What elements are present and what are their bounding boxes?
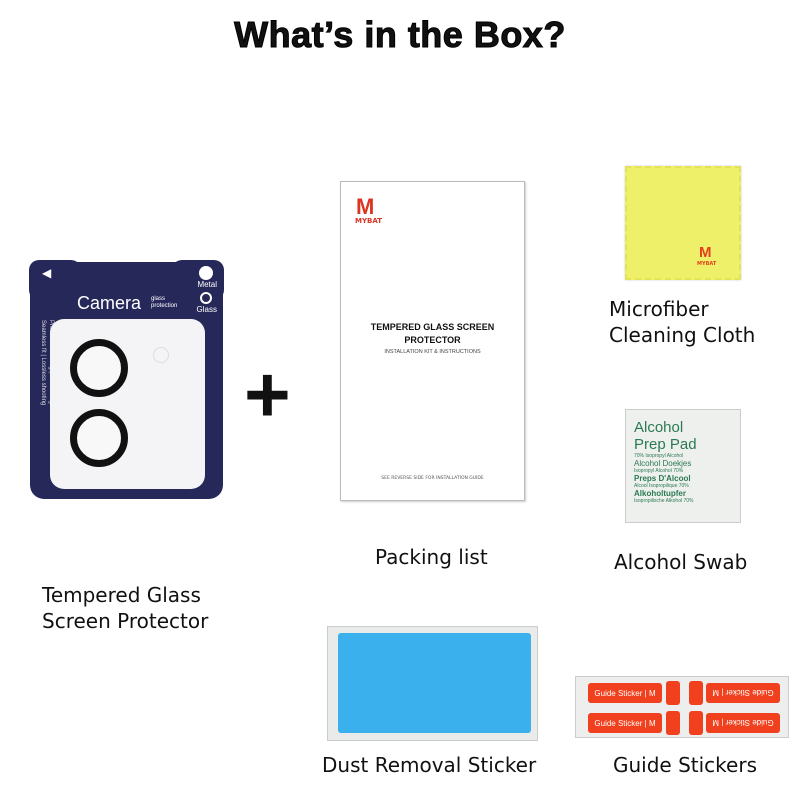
packing-sub: INSTALLATION KIT & INSTRUCTIONS — [384, 349, 481, 355]
swab-text: Isopropilische Alkohol 70% — [634, 498, 694, 504]
mybat-logo: M — [356, 194, 375, 219]
packing-caption: Packing list — [375, 545, 488, 569]
guide-label: Guide Sticker — [594, 718, 643, 728]
cleaning-cloth-image: M MYBAT — [625, 166, 741, 280]
camera-word: Camera — [77, 293, 142, 313]
swab-text: Alkoholtupfer — [634, 489, 686, 498]
swab-text: Preps D'Alcool — [634, 474, 691, 483]
glass-label: Glass — [196, 305, 217, 314]
swab-text: Alcohol Doekjes — [634, 459, 692, 468]
guide-label: Guide Sticker — [725, 718, 774, 728]
dust-caption: Dust Removal Sticker — [322, 753, 537, 777]
triangle-icon: ◀ — [42, 266, 52, 280]
glass-icon — [200, 292, 212, 304]
guide-caption: Guide Stickers — [613, 753, 757, 777]
page-title: What’s in the Box? — [234, 14, 566, 56]
protection-sub: protection — [151, 303, 178, 309]
swab-text: Alcool Isopropilique 70% — [634, 483, 689, 489]
swab-text: Alcohol — [634, 419, 684, 436]
mybat-logo-text: MYBAT — [355, 217, 383, 225]
cloth-caption: Microfiber Cleaning Cloth — [609, 296, 755, 348]
camera-protector-image: ◀ Metal Glass Camera glass protection Pr… — [29, 260, 224, 499]
packing-heading: PROTECTOR — [404, 335, 461, 345]
dust-removal-sticker-image — [327, 626, 538, 741]
metal-label: Metal — [197, 280, 217, 289]
packing-list-image: M MYBAT TEMPERED GLASS SCREEN PROTECTOR … — [340, 181, 525, 501]
swab-text: 70% Isopropyl Alcohol — [634, 453, 684, 459]
swab-caption: Alcohol Swab — [614, 550, 748, 574]
packing-heading: TEMPERED GLASS SCREEN — [370, 322, 495, 332]
metal-icon — [199, 266, 213, 280]
caption-line: Tempered Glass — [42, 583, 201, 607]
side-text: Seamless fit | Lossless shooting — [40, 320, 46, 406]
mybat-logo: M — [699, 244, 712, 261]
swab-text: Isopropyl Alcohol 70% — [634, 468, 684, 474]
caption-line: Screen Protector — [42, 609, 209, 633]
alcohol-swab-image: Alcohol Prep Pad 70% Isopropyl Alcohol A… — [625, 409, 741, 523]
caption-line: Microfiber — [609, 297, 709, 321]
packing-footer: SEE REVERSE SIDE FOR INSTALLATION GUIDE — [381, 476, 484, 481]
protector-caption: Tempered Glass Screen Protector — [42, 582, 208, 634]
mybat-logo-text: MYBAT — [697, 261, 717, 267]
caption-line: Cleaning Cloth — [609, 323, 756, 347]
guide-label: Guide Sticker — [594, 688, 643, 698]
guide-label: Guide Sticker — [725, 688, 774, 698]
swab-text: Prep Pad — [634, 436, 697, 453]
plus-sign: + — [244, 350, 291, 439]
glass-sub: glass — [151, 296, 166, 302]
guide-stickers-image: Guide Sticker | M Guide Sticker | M Guid… — [575, 676, 789, 738]
